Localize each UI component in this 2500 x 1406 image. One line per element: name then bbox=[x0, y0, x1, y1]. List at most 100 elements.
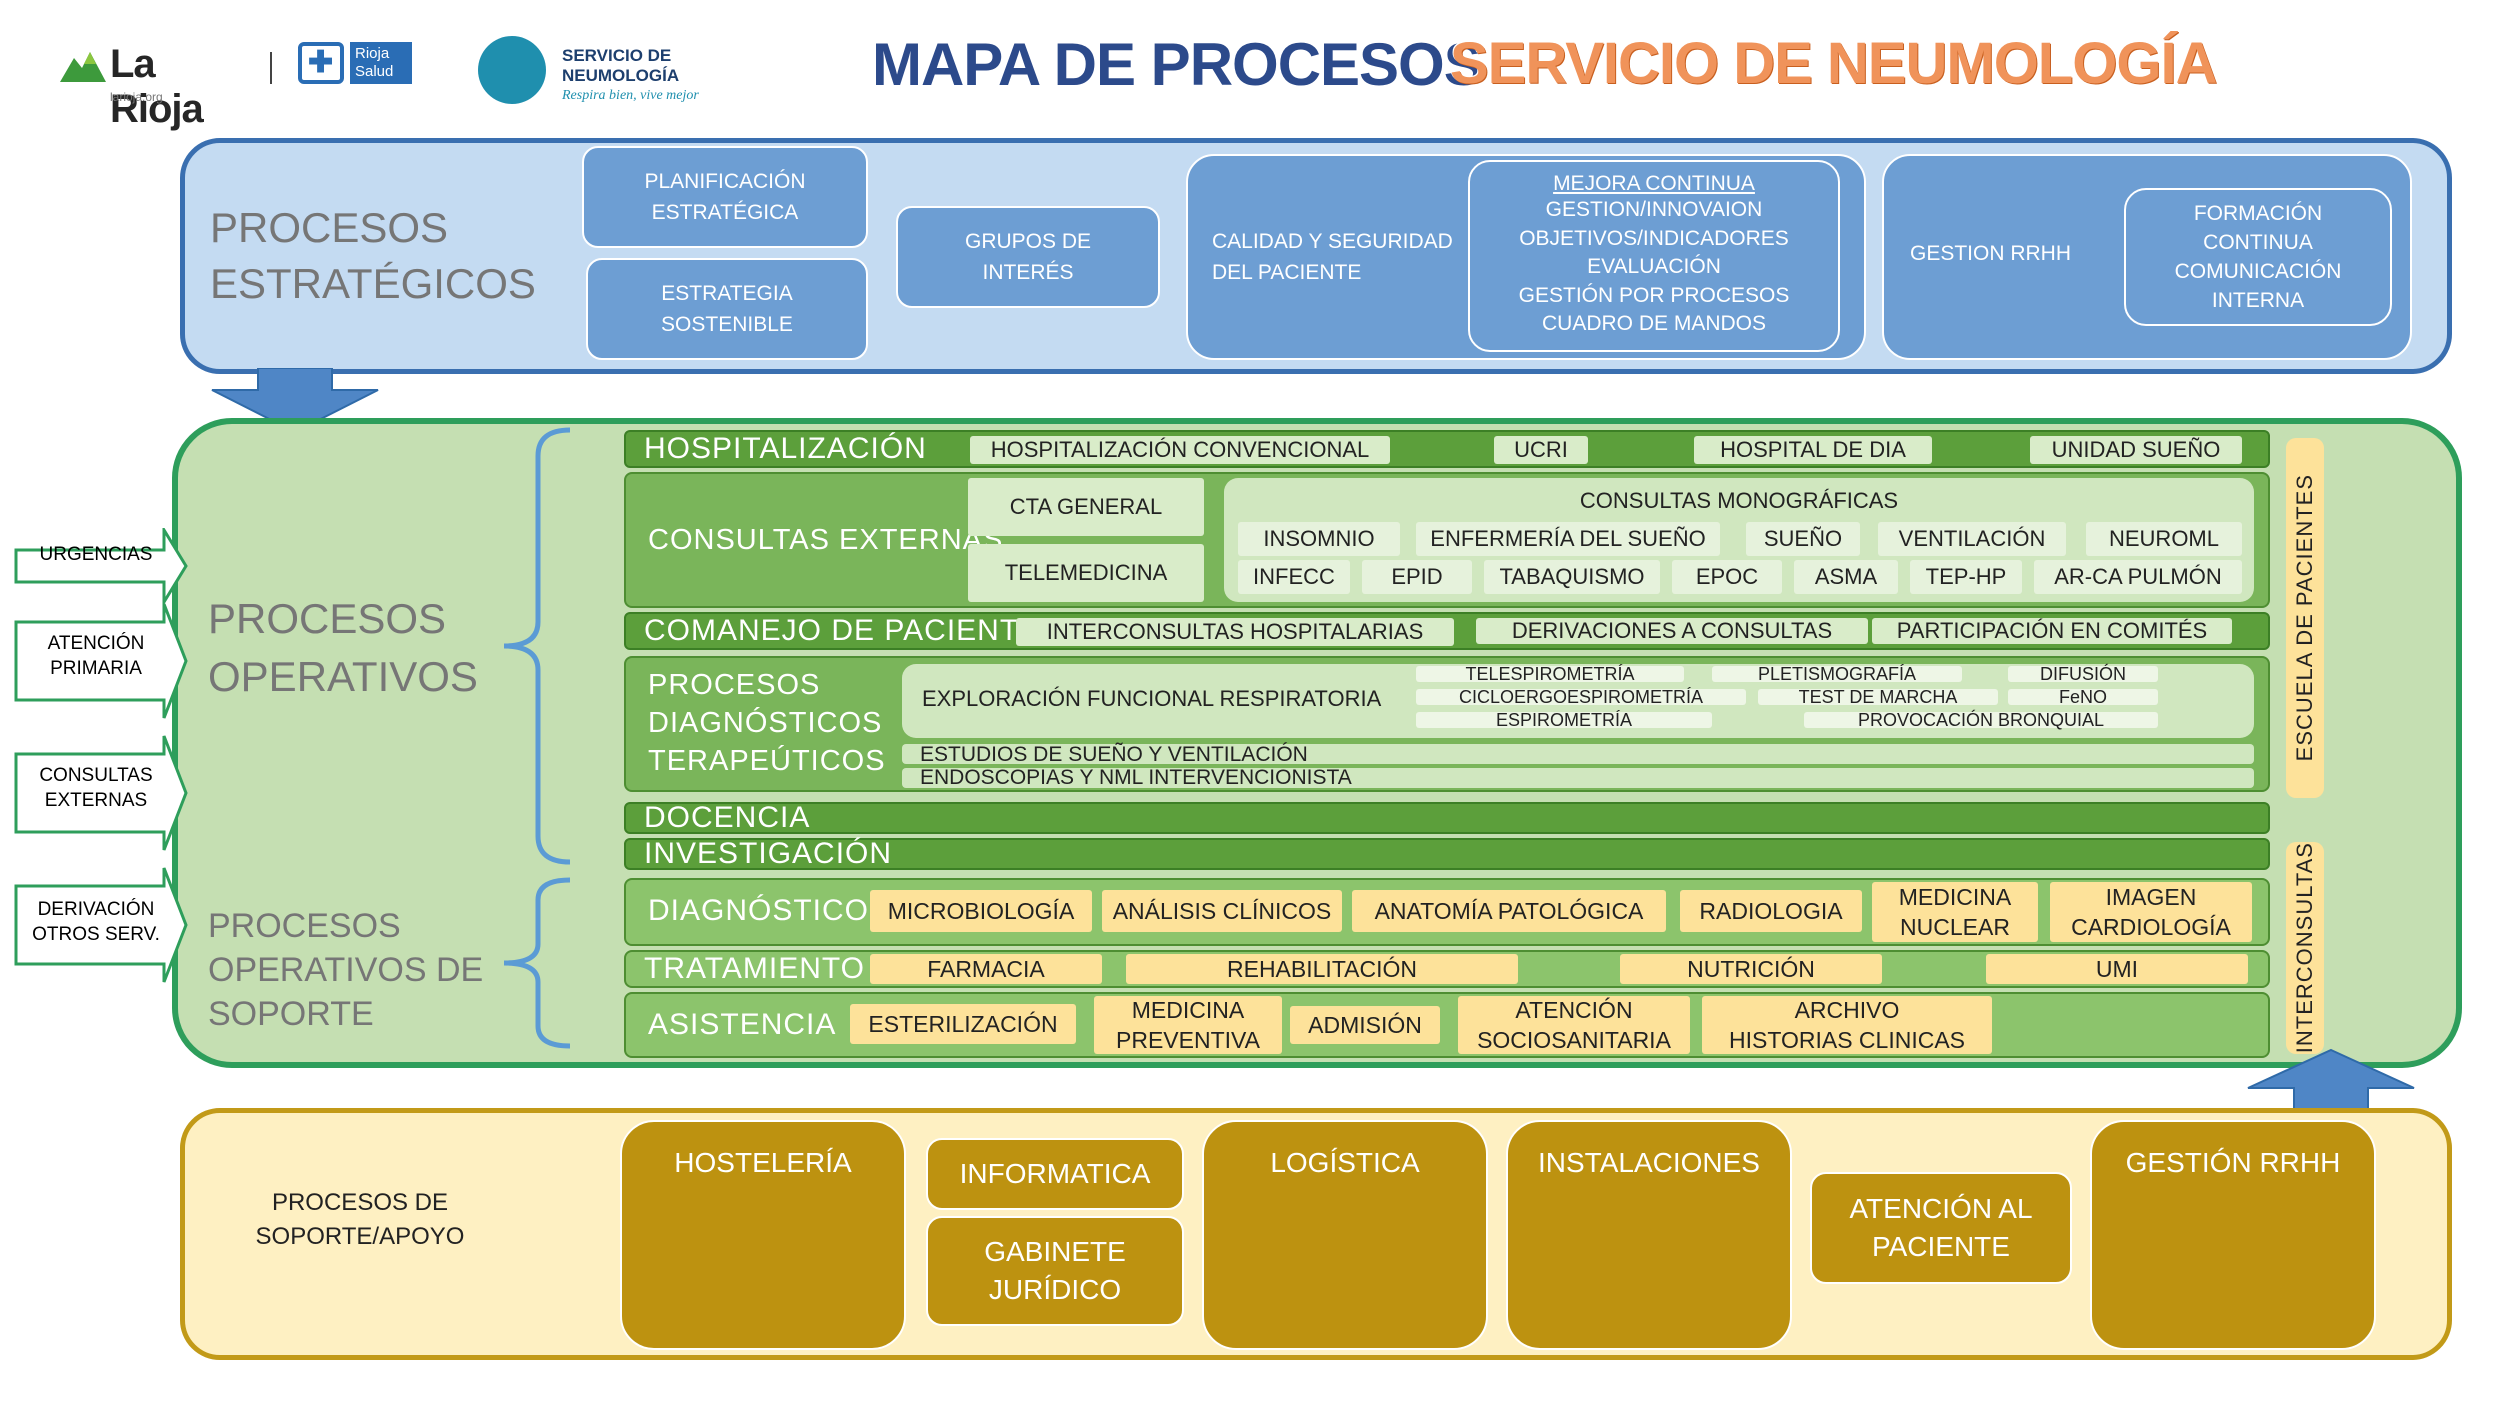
operative-label: PROCESOS OPERATIVOS bbox=[208, 595, 478, 700]
interconsultas-box: INTERCONSULTAS bbox=[2286, 842, 2324, 1054]
diagnostico-label: DIAGNÓSTICO bbox=[648, 894, 870, 927]
exploracion-test: DIFUSIÓN bbox=[2008, 664, 2158, 684]
comanejo-item: PARTICIPACIÓN EN COMITÉS bbox=[1872, 618, 2232, 644]
input-arrow-icon bbox=[14, 528, 188, 604]
mejora-continua-items: GESTION/INNOVAION OBJETIVOS/INDICADORES … bbox=[1518, 198, 1790, 335]
support-label: PROCESOS DE SOPORTE/APOYO bbox=[255, 1189, 465, 1250]
comanejo-item: DERIVACIONES A CONSULTAS bbox=[1476, 618, 1868, 644]
tratamiento-item: UMI bbox=[1986, 954, 2248, 984]
exploracion-label: EXPLORACIÓN FUNCIONAL RESPIRATORIA bbox=[922, 686, 1382, 711]
page-title-main: MAPA DE PROCESOS bbox=[872, 31, 1484, 98]
rioja-salud-frame bbox=[298, 42, 344, 84]
brace-icon bbox=[503, 877, 571, 1049]
hosteleria-box: HOSTELERÍA bbox=[620, 1120, 906, 1350]
gestion-rrhh-support-label: GESTIÓN RRHH bbox=[2125, 1147, 2341, 1178]
operative-support-label: PROCESOS OPERATIVOS DE SOPORTE bbox=[208, 907, 484, 1033]
monografica-item: SUEÑO bbox=[1746, 522, 1860, 556]
monografica-item: ASMA bbox=[1794, 560, 1898, 594]
monografica-item: INFECC bbox=[1238, 560, 1350, 594]
comanejo-item: INTERCONSULTAS HOSPITALARIAS bbox=[1016, 618, 1454, 646]
diagnostico-item: RADIOLOGIA bbox=[1680, 890, 1862, 932]
investigacion-bar: INVESTIGACIÓN bbox=[624, 838, 2270, 870]
asistencia-item: ATENCIÓN SOCIOSANITARIA bbox=[1458, 996, 1690, 1054]
exploracion-test: TEST DE MARCHA bbox=[1758, 687, 1998, 707]
endoscopias-panel bbox=[902, 768, 2254, 788]
diagnostico-item: IMAGEN CARDIOLOGÍA bbox=[2050, 882, 2252, 942]
hospitalizacion-label: HOSPITALIZACIÓN bbox=[644, 432, 927, 465]
endoscopias-label: ENDOSCOPIAS Y NML INTERVENCIONISTA bbox=[920, 766, 1352, 789]
asistencia-item: ADMISIÓN bbox=[1290, 1006, 1440, 1044]
planificacion-box: PLANIFICACIÓN ESTRATÉGICA bbox=[582, 146, 868, 248]
formacion-box: FORMACIÓN CONTINUA COMUNICACIÓN INTERNA bbox=[2124, 188, 2392, 326]
input-arrow-icon bbox=[14, 603, 188, 719]
diagnostico-item: ANATOMÍA PATOLÓGICA bbox=[1352, 890, 1666, 932]
mountain-icon bbox=[60, 52, 106, 82]
la-rioja-name: La Rioja bbox=[110, 42, 204, 131]
la-rioja-logo: La Rioja larioja.org bbox=[60, 38, 255, 131]
asistencia-item: ARCHIVO HISTORIAS CLINICAS bbox=[1702, 996, 1992, 1054]
hosp-item: HOSPITALIZACIÓN CONVENCIONAL bbox=[970, 436, 1390, 464]
rioja-salud-logo: ✚ Rioja Salud bbox=[298, 42, 418, 90]
atencion-paciente-box: ATENCIÓN AL PACIENTE bbox=[1810, 1172, 2072, 1284]
monografica-item: VENTILACIÓN bbox=[1878, 522, 2066, 556]
logo-separator bbox=[270, 52, 272, 84]
hosteleria-label: HOSTELERÍA bbox=[674, 1147, 852, 1178]
tratamiento-item: FARMACIA bbox=[870, 954, 1102, 984]
interconsultas-label: INTERCONSULTAS bbox=[2292, 842, 2317, 1054]
monografica-item: EPID bbox=[1362, 560, 1472, 594]
docencia-label: DOCENCIA bbox=[644, 801, 811, 834]
tratamiento-label: TRATAMIENTO bbox=[644, 952, 865, 985]
hospitalizacion-bar: HOSPITALIZACIÓN bbox=[624, 430, 2270, 468]
monografica-item: INSOMNIO bbox=[1238, 522, 1400, 556]
monografica-item: NEUROML bbox=[2086, 522, 2242, 556]
cta-general-box: CTA GENERAL bbox=[968, 478, 1204, 536]
la-rioja-url: larioja.org bbox=[110, 90, 163, 104]
arrow-up-icon bbox=[2247, 1048, 2415, 1115]
rioja-salud-text: Rioja Salud bbox=[350, 42, 412, 84]
gestion-rrhh-box: GESTIÓN RRHH bbox=[2090, 1120, 2376, 1350]
tratamiento-item: REHABILITACIÓN bbox=[1126, 954, 1518, 984]
neumologia-tagline: Respira bien, vive mejor bbox=[562, 88, 699, 103]
hosp-item: UNIDAD SUEÑO bbox=[2030, 436, 2242, 464]
hosp-item: UCRI bbox=[1494, 436, 1588, 464]
logistica-box: LOGÍSTICA bbox=[1202, 1120, 1488, 1350]
strategic-label: PROCESOS ESTRATÉGICOS bbox=[210, 204, 536, 307]
input-consultas-externas: CONSULTAS EXTERNAS bbox=[39, 765, 153, 811]
tratamiento-item: NUTRICIÓN bbox=[1620, 954, 1882, 984]
escuela-pacientes-label: ESCUELA DE PACIENTES bbox=[2292, 474, 2317, 762]
diagnostico-item: MEDICINA NUCLEAR bbox=[1872, 882, 2038, 942]
calidad-label: CALIDAD Y SEGURIDAD DEL PACIENTE bbox=[1212, 230, 1453, 284]
monografica-item: TEP-HP bbox=[1910, 560, 2022, 594]
neumologia-logo: SERVICIO DE NEUMOLOGÍA Respira bien, viv… bbox=[470, 28, 750, 113]
monografica-item: TABAQUISMO bbox=[1484, 560, 1660, 594]
neumologia-logo-name: SERVICIO DE NEUMOLOGÍA bbox=[562, 46, 680, 85]
diagnosticos-terapeuticos-label: PROCESOS DIAGNÓSTICOS TERAPEÚTICOS bbox=[648, 669, 886, 777]
estudios-sueno-label: ESTUDIOS DE SUEÑO Y VENTILACIÓN bbox=[920, 743, 1308, 766]
exploracion-test: TELESPIROMETRÍA bbox=[1416, 664, 1684, 684]
brace-icon bbox=[503, 427, 571, 865]
input-derivacion: DERIVACIÓN OTROS SERV. bbox=[32, 899, 160, 945]
telemedicina-box: TELEMEDICINA bbox=[968, 544, 1204, 602]
asistencia-label: ASISTENCIA bbox=[648, 1008, 837, 1041]
investigacion-label: INVESTIGACIÓN bbox=[644, 837, 893, 870]
docencia-bar: DOCENCIA bbox=[624, 802, 2270, 834]
gestion-rrhh-label: GESTION RRHH bbox=[1910, 242, 2072, 265]
arrow-down-icon bbox=[211, 368, 379, 434]
mejora-continua-title: MEJORA CONTINUA bbox=[1553, 172, 1755, 195]
estudios-sueno-panel bbox=[902, 744, 2254, 764]
exploracion-test: PROVOCACIÓN BRONQUIAL bbox=[1804, 710, 2158, 730]
hosp-item: HOSPITAL DE DIA bbox=[1694, 436, 1932, 464]
gabinete-juridico-box: GABINETE JURÍDICO bbox=[926, 1216, 1184, 1326]
monografica-item: AR-CA PULMÓN bbox=[2034, 560, 2242, 594]
exploracion-test: CICLOERGOESPIROMETRÍA bbox=[1416, 687, 1746, 707]
input-urgencias: URGENCIAS bbox=[39, 544, 153, 565]
informatica-box: INFORMATICA bbox=[926, 1138, 1184, 1210]
escuela-pacientes-box: ESCUELA DE PACIENTES bbox=[2286, 438, 2324, 798]
exploracion-test: ESPIROMETRÍA bbox=[1416, 710, 1712, 730]
asistencia-item: MEDICINA PREVENTIVA bbox=[1094, 996, 1282, 1054]
exploracion-test: PLETISMOGRAFÍA bbox=[1712, 664, 1962, 684]
page-title-service: SERVICIO DE NEUMOLOGÍA bbox=[1450, 31, 2217, 96]
monografica-item: ENFERMERÍA DEL SUEÑO bbox=[1416, 522, 1720, 556]
exploracion-test: FeNO bbox=[2008, 687, 2158, 707]
diagnostico-item: MICROBIOLOGÍA bbox=[870, 890, 1092, 932]
